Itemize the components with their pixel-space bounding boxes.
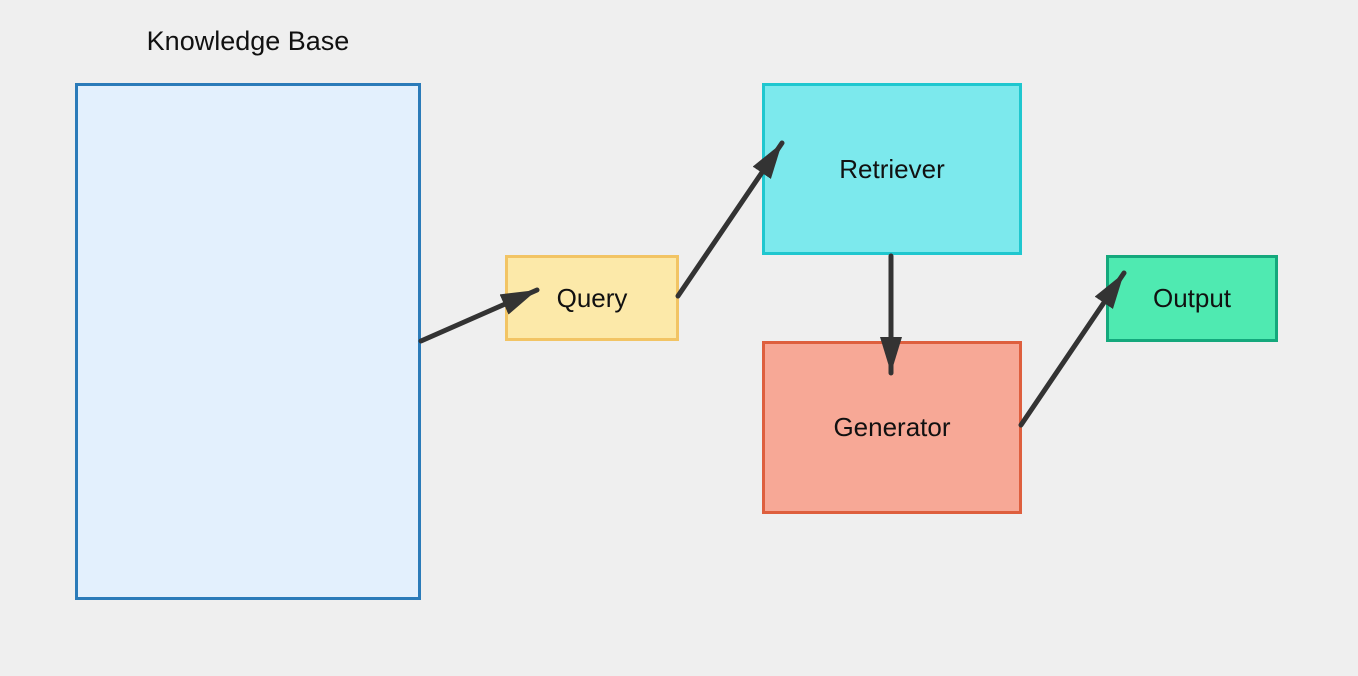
node-generator-label: Generator [833,412,951,442]
node-generator: Generator [762,341,1022,514]
node-retriever-label: Retriever [839,153,945,184]
knowledge-base-title: Knowledge Base [146,26,350,56]
node-query-label: Query [556,282,628,313]
node-knowledge-base [75,83,421,600]
node-retriever: Retriever [762,83,1022,255]
node-query: Query [505,255,679,341]
node-output: Output [1106,255,1278,342]
node-output-label: Output [1152,283,1232,313]
